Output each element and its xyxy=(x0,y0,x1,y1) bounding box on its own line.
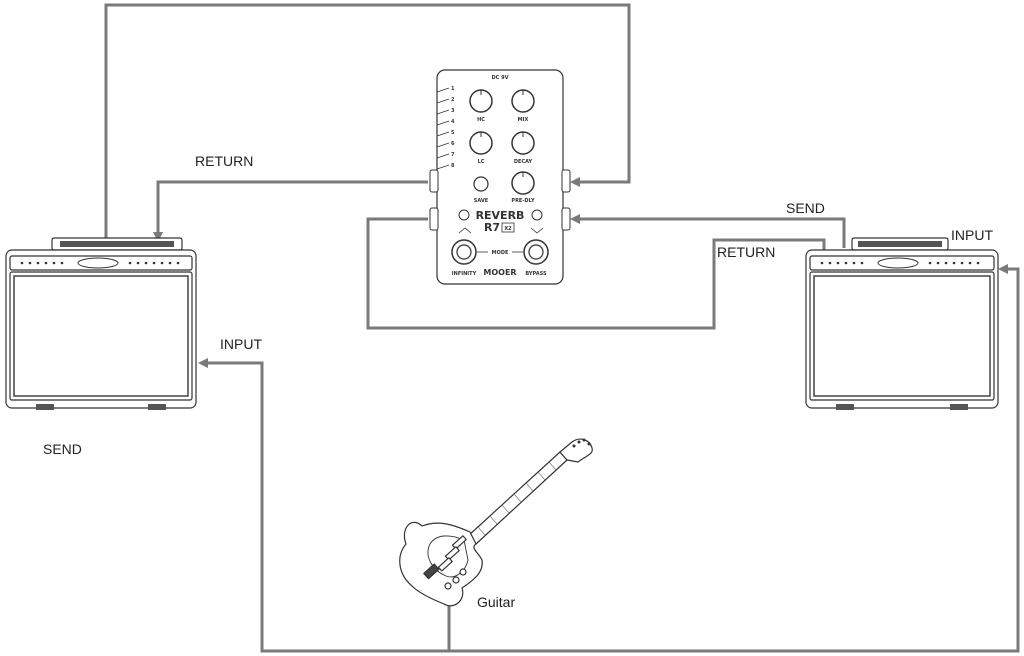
knob-decay[interactable] xyxy=(511,131,535,155)
knob-lc-label: LC xyxy=(478,159,485,165)
preset-1: 1 xyxy=(451,86,455,92)
preset-6: 6 xyxy=(451,141,455,147)
cable-guitar-to-right-input xyxy=(449,264,1020,653)
input-right-label: INPUT xyxy=(951,227,993,243)
input-left-label: INPUT xyxy=(220,336,262,352)
pedal-brand: MOOER xyxy=(483,268,516,277)
cable-pedal-to-right-return xyxy=(366,217,829,330)
return-left-label: RETURN xyxy=(195,153,253,169)
electric-guitar xyxy=(399,438,593,607)
pedal-badge-box xyxy=(501,222,515,233)
footswitch-left[interactable] xyxy=(451,239,477,265)
knob-pre-dly-label: PRE-DLY xyxy=(511,198,535,204)
cable-guitar-to-left-input xyxy=(202,363,451,653)
cable-pedal-to-left-return xyxy=(153,180,428,242)
footswitch-left-label: INFINITY xyxy=(452,271,477,277)
footswitch-right-label: BYPASS xyxy=(525,271,547,277)
save-button[interactable] xyxy=(473,176,489,192)
knob-hc[interactable] xyxy=(469,89,493,113)
preset-2: 2 xyxy=(451,97,455,103)
mode-label: MODE xyxy=(492,250,509,256)
reverb-pedal: DC 9V 1 2 3 4 5 6 7 8 HC MIX xyxy=(429,69,571,285)
down-arrow-icon xyxy=(530,227,544,234)
send-left-label: SEND xyxy=(43,441,82,457)
pedal-left-top-jack xyxy=(429,169,439,193)
pedal-power-label: DC 9V xyxy=(492,75,509,81)
pedal-right-bottom-jack xyxy=(561,207,571,231)
knob-mix-label: MIX xyxy=(518,117,529,123)
save-label: SAVE xyxy=(474,198,489,204)
left-amplifier xyxy=(5,237,197,410)
cable-left-send-to-pedal xyxy=(104,3,631,248)
send-right-label: SEND xyxy=(786,200,825,216)
knob-hc-label: HC xyxy=(477,117,485,123)
knob-lc[interactable] xyxy=(469,131,493,155)
up-arrow-icon xyxy=(458,227,472,234)
knob-pre-dly[interactable] xyxy=(511,171,535,195)
preset-4: 4 xyxy=(451,119,455,125)
guitar-label: Guitar xyxy=(477,594,515,610)
cable-right-send-to-pedal xyxy=(570,214,846,248)
knob-decay-label: DECAY xyxy=(514,159,533,165)
preset-7: 7 xyxy=(451,152,455,158)
footswitch-right[interactable] xyxy=(523,239,549,265)
pedal-title-reverb: REVERB xyxy=(476,209,525,222)
pedal-title-model: R7 xyxy=(484,221,500,234)
pedal-right-top-jack xyxy=(561,169,571,193)
preset-5: 5 xyxy=(451,130,455,136)
right-amplifier xyxy=(805,237,999,410)
pedal-badge: X2 xyxy=(504,226,512,232)
knob-mix[interactable] xyxy=(511,89,535,113)
preset-indicators xyxy=(436,87,450,170)
return-right-label: RETURN xyxy=(717,244,775,260)
pedal-left-bottom-jack xyxy=(429,207,439,231)
led-right xyxy=(531,209,543,221)
preset-3: 3 xyxy=(451,108,455,114)
preset-8: 8 xyxy=(451,163,455,169)
led-left xyxy=(458,209,470,221)
